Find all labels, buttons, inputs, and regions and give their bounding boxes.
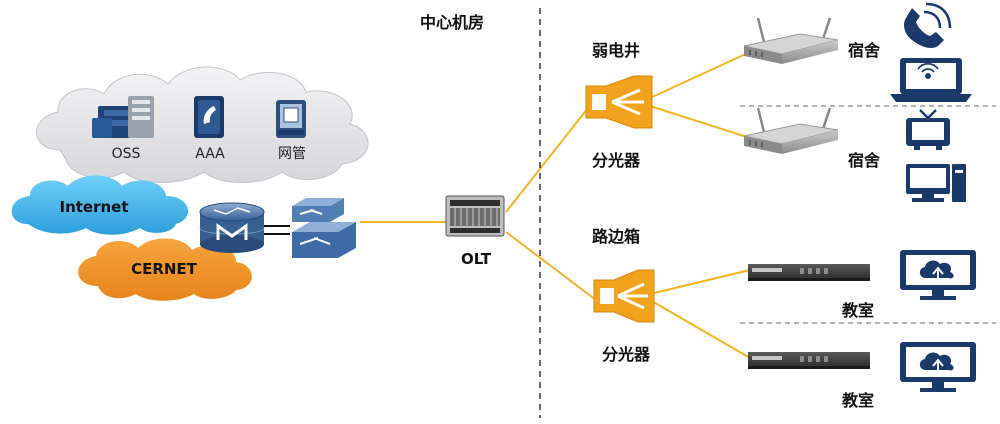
- cloud-monitor-1-icon: [900, 250, 976, 300]
- classroom-box-1-icon: [748, 264, 870, 281]
- splitter-top-label: 分光器: [592, 151, 641, 170]
- dorm-ont-1-icon: [743, 17, 839, 64]
- roadside-box-label: 路边箱: [592, 227, 640, 246]
- laptop-icon: [890, 58, 972, 102]
- fiber-link-olt-splitter-bottom: [505, 231, 597, 301]
- aaa-label: AAA: [195, 146, 225, 162]
- central-room-label: 中心机房: [420, 13, 484, 32]
- dorm-1-label: 宿舍: [848, 41, 881, 60]
- internet-label: Internet: [59, 198, 128, 216]
- splitter-bottom-icon: [593, 269, 655, 323]
- fiber-link-splitter-classroom-1: [649, 269, 751, 295]
- nms-label: 网管: [278, 146, 306, 162]
- splitter-bottom-label: 分光器: [602, 345, 651, 364]
- cloud-monitor-2-icon: [900, 342, 976, 392]
- tv-icon: [906, 109, 950, 150]
- dorm-ont-2-icon: [743, 107, 839, 154]
- olt-chassis-icon: [445, 195, 505, 237]
- oss-label: OSS: [112, 146, 141, 162]
- fiber-link-splitter-dorm-1: [649, 51, 751, 99]
- classroom-box-2-icon: [748, 352, 870, 369]
- fiber-link-olt-splitter-top: [505, 107, 589, 213]
- cernet-label: CERNET: [131, 260, 198, 278]
- classroom-1-label: 教室: [842, 301, 874, 320]
- fiber-links: [360, 51, 751, 359]
- cernet-cloud: CERNET: [78, 238, 252, 301]
- switch-upper-icon: [292, 198, 344, 222]
- olt-label: OLT: [461, 250, 492, 268]
- fiber-link-splitter-classroom-2: [649, 299, 751, 359]
- fiber-link-splitter-dorm-2: [649, 105, 751, 139]
- desktop-computer-icon: [906, 164, 966, 202]
- dorm-2-label: 宿舍: [848, 151, 881, 170]
- classroom-2-label: 教室: [842, 391, 874, 410]
- oss-server-icon: [92, 96, 154, 138]
- internet-cloud: Internet: [11, 175, 189, 235]
- switch-lower-icon: [292, 222, 356, 258]
- aaa-server-icon: [194, 96, 224, 138]
- core-router-icon: [199, 202, 265, 253]
- nms-server-icon: [276, 100, 306, 138]
- weak-shaft-label: 弱电井: [592, 41, 640, 60]
- phone-icon: [904, 2, 952, 48]
- splitter-top-icon: [585, 75, 653, 129]
